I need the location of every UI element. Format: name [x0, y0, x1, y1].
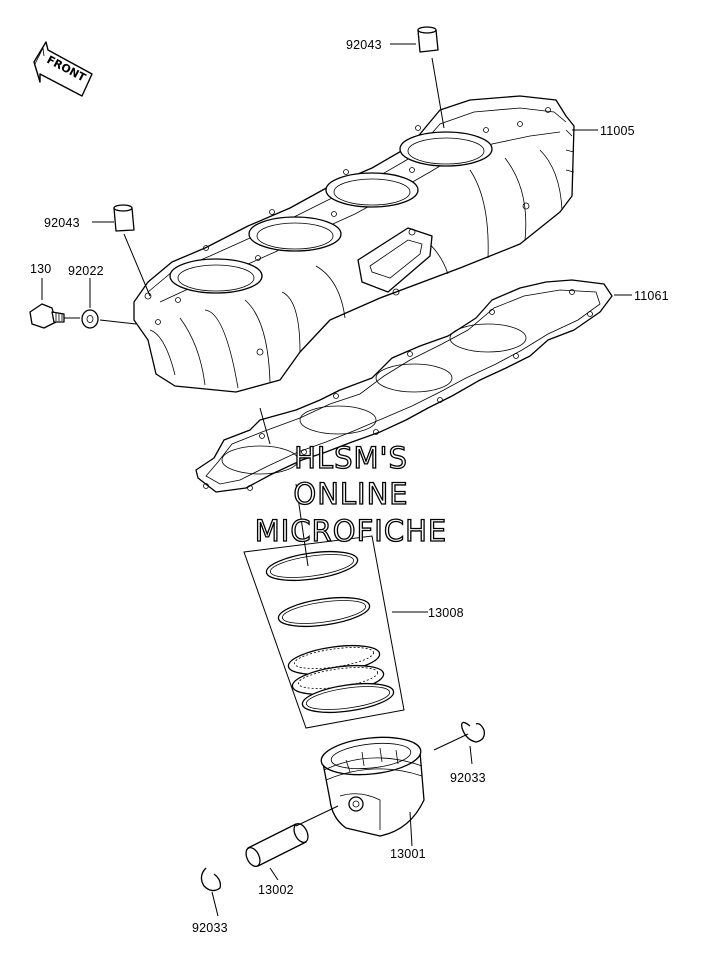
dowel-pin-top-part[interactable]	[417, 26, 439, 53]
label-13001: 13001	[390, 847, 426, 861]
label-13008: 13008	[428, 606, 464, 620]
bolt-part[interactable]	[29, 303, 65, 329]
label-130: 130	[30, 262, 51, 276]
snap-ring-bottom-part[interactable]	[200, 867, 222, 892]
watermark: HLSM'S ONLINE MICROFICHE	[254, 440, 447, 548]
watermark-line-3: MICROFICHE	[255, 514, 447, 548]
cylinder-gasket-part[interactable]	[195, 279, 613, 493]
front-arrow-icon: FRONT	[33, 41, 93, 97]
piston-ring-set-part[interactable]	[243, 535, 405, 729]
watermark-line-2: ONLINE	[293, 477, 408, 511]
label-92043-top: 92043	[346, 38, 382, 52]
washer-part[interactable]	[81, 309, 99, 329]
label-11005: 11005	[600, 124, 635, 138]
dowel-pin-left-part[interactable]	[113, 204, 135, 232]
label-13002: 13002	[258, 883, 294, 897]
label-92043-left: 92043	[44, 216, 80, 230]
label-92033-right: 92033	[450, 771, 486, 785]
label-92022: 92022	[68, 264, 104, 278]
snap-ring-right-part[interactable]	[461, 721, 485, 743]
piston-part[interactable]	[319, 733, 425, 837]
leader-lines	[41, 43, 632, 917]
watermark-line-1: HLSM'S	[294, 441, 408, 475]
cylinder-block-part[interactable]	[133, 95, 575, 393]
piston-pin-part[interactable]	[243, 821, 311, 868]
label-11061: 11061	[634, 289, 669, 303]
label-92033-bottom: 92033	[192, 921, 228, 935]
